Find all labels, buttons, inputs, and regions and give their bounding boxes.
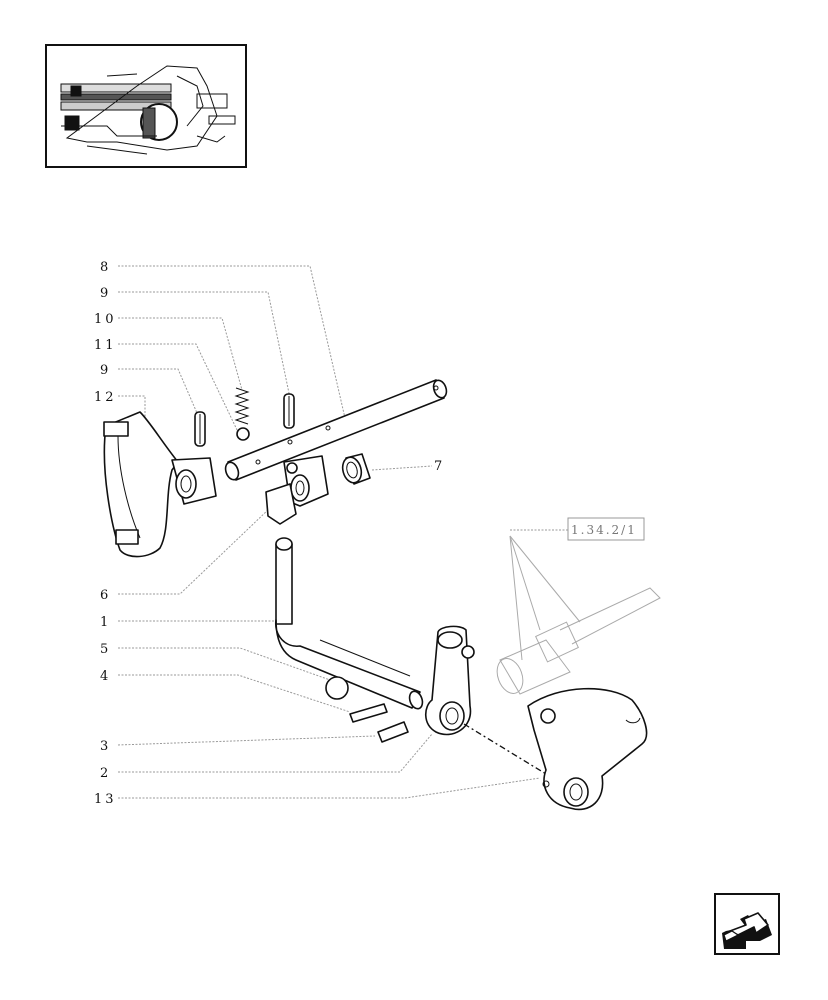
part-1-lever-shaft	[275, 537, 424, 710]
callout-2: 2	[100, 766, 111, 781]
part-2-lever	[424, 625, 475, 736]
part-4-roll-pin	[349, 703, 388, 723]
part-12-shift-fork	[103, 411, 217, 558]
callout-11: 11	[94, 338, 117, 353]
callout-9-upper: 9	[100, 286, 111, 301]
callout-9-lower: 9	[100, 363, 111, 378]
callout-8: 8	[100, 260, 111, 275]
part-3-roll-pin	[377, 721, 409, 743]
cross-reference-box[interactable]	[567, 517, 645, 541]
part-8-selector-rod	[224, 379, 448, 481]
callout-13: 13	[94, 792, 117, 807]
part-13-sector-lever	[527, 687, 648, 811]
callout-12: 12	[94, 390, 117, 405]
part-6-selector-block	[265, 455, 329, 525]
leader-lines	[117, 265, 568, 799]
callout-5: 5	[100, 642, 111, 657]
part-10-spring	[234, 387, 250, 425]
part-7-bushing	[341, 453, 371, 485]
previous-page-arrow-icon	[722, 912, 772, 949]
previous-page-button[interactable]	[714, 893, 780, 955]
cross-reference[interactable]: 1.34.2/1	[509, 517, 645, 661]
callout-7: 7	[434, 459, 445, 474]
assembly-location-thumbnail	[45, 44, 247, 168]
assembly-axis-line	[463, 723, 547, 775]
part-11-ball	[236, 427, 250, 441]
part-5-o-ring	[325, 676, 349, 700]
callout-6: 6	[100, 588, 111, 603]
callout-10: 10	[94, 312, 117, 327]
callout-labels: 8 9 10 11 9 12 7 6 1 5 4 3 2 13	[94, 260, 445, 807]
cross-reference-label: 1.34.2/1	[571, 523, 637, 537]
part-9-roll-pins	[194, 393, 295, 447]
callout-4: 4	[100, 669, 111, 684]
ghost-shaft	[496, 587, 661, 695]
callout-1: 1	[100, 615, 111, 630]
callout-3: 3	[100, 739, 111, 754]
thumbnail-drawing	[60, 65, 236, 155]
